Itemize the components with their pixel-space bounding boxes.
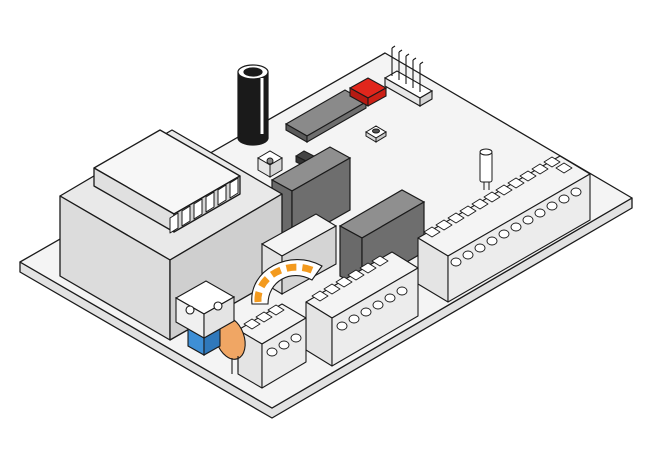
trimmer-housing (174, 280, 236, 339)
terminal-block (417, 155, 591, 303)
red-jumper (348, 77, 388, 107)
electrolytic-capacitor (237, 64, 269, 146)
terminal-block-middle (305, 251, 419, 367)
small-capacitor (479, 148, 493, 190)
ic-chip (284, 89, 368, 143)
push-button (365, 125, 387, 143)
terminal-block-slots (423, 156, 573, 238)
transistor (257, 150, 283, 178)
fuse-holder (251, 259, 323, 305)
pin-header (383, 45, 434, 107)
terminal-block-screws (450, 187, 582, 267)
